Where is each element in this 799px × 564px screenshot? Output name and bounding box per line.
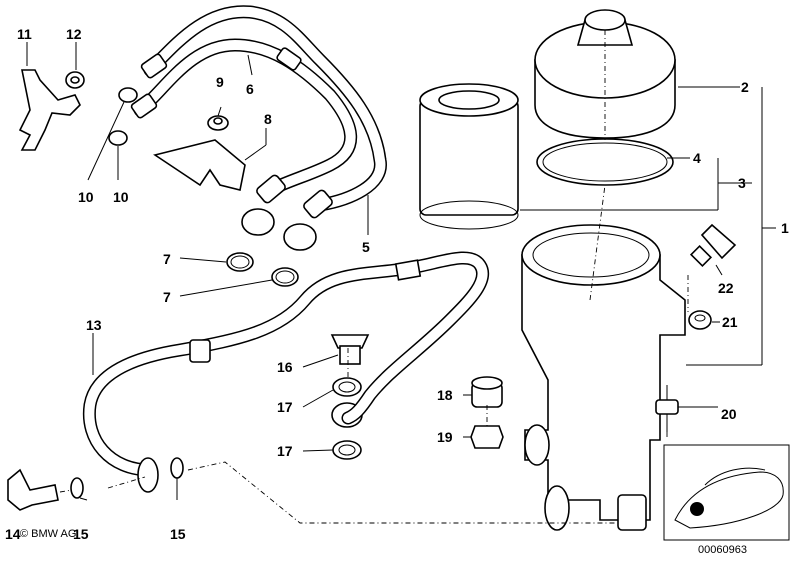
callout-21: 21	[722, 314, 738, 330]
vehicle-thumbnail	[663, 444, 790, 541]
callout-16: 16	[277, 359, 293, 375]
sealing-rings	[108, 87, 299, 287]
callout-5: 5	[362, 239, 370, 255]
filter-element	[419, 83, 519, 230]
callout-11: 11	[17, 26, 32, 42]
callout-20: 20	[721, 406, 737, 422]
document-number: 00060963	[698, 544, 747, 556]
small-hardware	[655, 223, 737, 432]
callout-14: 14	[5, 526, 21, 542]
bracket	[153, 115, 246, 191]
callout-12: 12	[66, 26, 82, 42]
callout-6: 6	[246, 81, 254, 97]
wrench-tool	[18, 69, 85, 151]
callout-7-a: 7	[163, 251, 171, 267]
callout-9: 9	[216, 74, 224, 90]
callout-10-b: 10	[113, 189, 129, 205]
copyright-text: © BMW AG	[20, 528, 77, 540]
callout-17-b: 17	[277, 443, 293, 459]
callout-15-b: 15	[170, 526, 186, 542]
filter-housing	[521, 224, 686, 531]
callout-3: 3	[738, 175, 746, 191]
callout-1: 1	[781, 220, 789, 236]
callout-13: 13	[86, 317, 102, 333]
return-line	[7, 251, 490, 511]
callout-7-b: 7	[163, 289, 171, 305]
filter-cap	[534, 9, 676, 186]
callout-19: 19	[437, 429, 453, 445]
location-marker-icon	[690, 502, 704, 516]
callout-4: 4	[693, 150, 701, 166]
callout-10-a: 10	[78, 189, 94, 205]
callout-2: 2	[741, 79, 749, 95]
callout-8: 8	[264, 111, 272, 127]
callout-18: 18	[437, 387, 453, 403]
callout-22: 22	[718, 280, 734, 296]
callout-17-a: 17	[277, 399, 293, 415]
oil-cooler-lines	[130, 5, 387, 251]
leader-lines	[26, 30, 776, 524]
callout-15-a: 15	[73, 526, 89, 542]
